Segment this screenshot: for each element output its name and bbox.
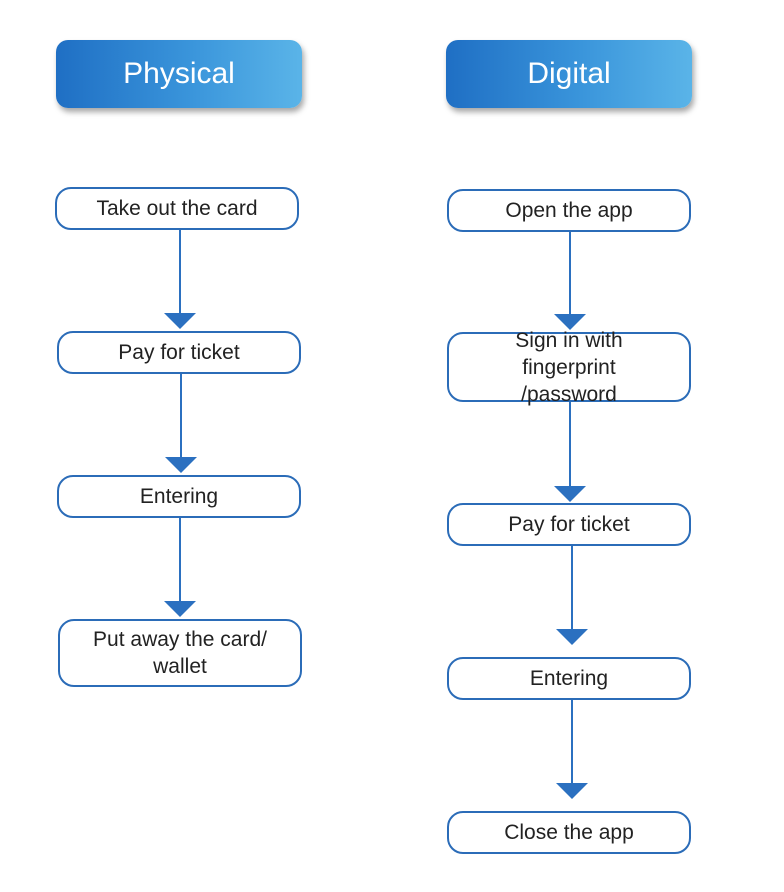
- arrowhead-digital-4: [556, 783, 588, 799]
- arrowhead-digital-3: [556, 629, 588, 645]
- physical-step-put-away-card: Put away the card/ wallet: [58, 619, 302, 687]
- physical-header-label: Physical: [123, 57, 235, 90]
- digital-step-pay-for-ticket: Pay for ticket: [447, 503, 691, 546]
- digital-step-open-app: Open the app: [447, 189, 691, 232]
- arrowhead-physical-1: [164, 313, 196, 329]
- digital-step-sign-in: Sign in with fingerprint /password: [447, 329, 691, 406]
- digital-step-close-app: Close the app: [447, 811, 691, 854]
- physical-step-entering: Entering: [57, 475, 301, 518]
- digital-step-label: Pay for ticket: [508, 513, 630, 536]
- physical-header: Physical: [56, 40, 302, 108]
- digital-step-label: Open the app: [505, 199, 633, 222]
- digital-header: Digital: [446, 40, 692, 108]
- digital-step-label: Sign in with fingerprint /password: [515, 328, 623, 406]
- physical-step-pay-for-ticket: Pay for ticket: [57, 331, 301, 374]
- physical-step-label: Pay for ticket: [118, 341, 240, 364]
- arrowhead-digital-2: [554, 486, 586, 502]
- physical-step-label: Put away the card/ wallet: [93, 628, 267, 678]
- arrowhead-digital-1: [554, 314, 586, 330]
- digital-header-label: Digital: [527, 57, 611, 90]
- digital-step-entering: Entering: [447, 657, 691, 700]
- physical-step-label: Take out the card: [96, 197, 258, 220]
- physical-step-take-out-card: Take out the card: [55, 187, 299, 230]
- digital-step-label: Entering: [529, 667, 609, 690]
- arrowhead-physical-2: [165, 457, 197, 473]
- physical-step-label: Entering: [139, 485, 219, 508]
- digital-step-label: Close the app: [504, 821, 634, 844]
- arrowhead-physical-3: [164, 601, 196, 617]
